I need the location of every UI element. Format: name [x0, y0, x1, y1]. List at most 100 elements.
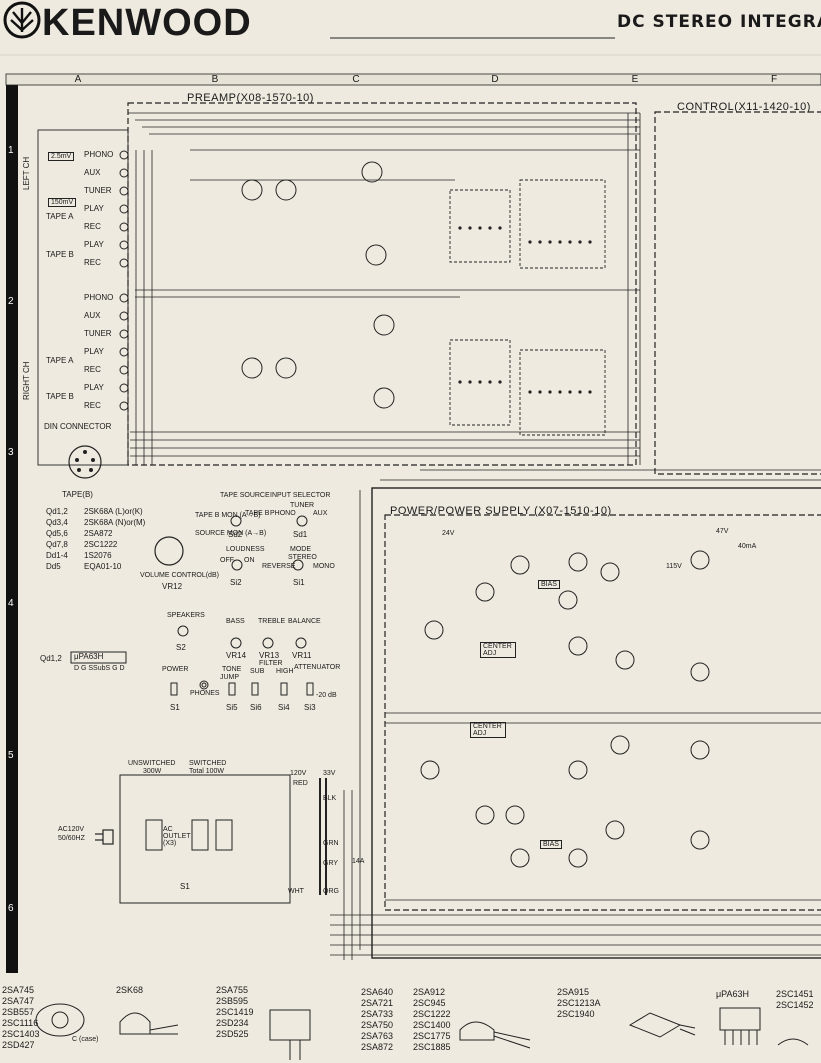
- power-switch-s1[interactable]: S1: [180, 882, 190, 891]
- tape-b-mon-label: TAPE B MON (A→B): [195, 512, 261, 519]
- ic-ref-label: Qd1,2: [40, 654, 62, 663]
- balance-label: BALANCE: [288, 618, 321, 625]
- input-selector-label: INPUT SELECTOR: [270, 492, 331, 499]
- parts-group-1-pin-note: C (case): [72, 1036, 99, 1043]
- right-input-phono: PHONO: [84, 293, 114, 302]
- ac-hz-label: 50/60HZ: [58, 835, 85, 842]
- unswitched-label: UNSWITCHED: [128, 760, 176, 767]
- center-adj-label-bottom: CENTER ADJ: [470, 722, 506, 738]
- s2-label[interactable]: S2: [176, 643, 186, 652]
- right-phono-level: 150mV: [48, 198, 77, 207]
- blk-wire-label: BLK: [323, 795, 337, 802]
- loudness-label: LOUDNESS: [226, 546, 265, 553]
- mono-label: MONO: [313, 563, 335, 570]
- row-6: 6: [8, 903, 14, 914]
- ic-part-label: μPA63H: [74, 652, 104, 661]
- row-1: 1: [8, 145, 14, 156]
- v33-label: 33V: [323, 770, 336, 777]
- vr13-label[interactable]: VR13: [259, 651, 280, 660]
- jump-label: JUMP: [220, 674, 240, 681]
- power-label: POWER: [162, 666, 189, 673]
- left-tape-a-play: PLAY: [84, 204, 104, 213]
- right-ch-label: RIGHT CH: [22, 361, 31, 400]
- col-f: F: [770, 74, 778, 85]
- parts-group-2: 2SK68: [116, 985, 144, 995]
- ac-input-label: AC120V: [58, 826, 85, 833]
- kenwood-logo-icon: [3, 1, 41, 39]
- si3-label[interactable]: Si3: [304, 703, 316, 712]
- row-2: 2: [8, 296, 14, 307]
- ac-outlet-label: AC OUTLET (X3): [163, 826, 191, 847]
- gry-wire-label: GRY: [323, 860, 339, 867]
- grn-wire-label: GRN: [323, 840, 339, 847]
- left-input-phono: PHONO: [84, 150, 114, 159]
- right-tape-b-label: TAPE B: [46, 392, 74, 401]
- sd2-label[interactable]: Sd2: [228, 530, 243, 539]
- tape-source-label: TAPE SOURCE: [220, 492, 270, 499]
- vr11-label[interactable]: VR11: [292, 651, 312, 660]
- row-5: 5: [8, 750, 14, 761]
- right-tape-a-play: PLAY: [84, 347, 104, 356]
- col-b: B: [211, 74, 219, 85]
- left-input-tuner: TUNER: [84, 186, 112, 195]
- page-title: DC STEREO INTEGRATI: [617, 12, 821, 32]
- col-d: D: [491, 74, 499, 85]
- left-input-aux: AUX: [84, 168, 101, 177]
- volume-control-label: VOLUME CONTROL(dB): [140, 572, 219, 579]
- din-tape-label: TAPE(B): [62, 490, 93, 499]
- left-ch-label: LEFT CH: [22, 156, 31, 190]
- phono-pos-label: PHONO: [270, 510, 296, 517]
- attenuator-label: ATTENUATOR: [294, 664, 341, 671]
- current-14a-label: 14A: [352, 858, 365, 865]
- loudness-on: ON: [244, 557, 255, 564]
- left-tape-b-play: PLAY: [84, 240, 104, 249]
- right-tape-a-rec: REC: [84, 365, 101, 374]
- phones-label: PHONES: [190, 690, 220, 697]
- col-e: E: [631, 74, 639, 85]
- s1-switch-label[interactable]: S1: [170, 703, 180, 712]
- high-label: HIGH: [276, 668, 294, 675]
- treble-label: TREBLE: [258, 618, 286, 625]
- left-tape-a-label: TAPE A: [46, 212, 74, 221]
- switched-watts: Total 100W: [189, 768, 225, 775]
- speakers-label: SPEAKERS: [167, 612, 205, 619]
- si4-label[interactable]: Si4: [278, 703, 290, 712]
- brand-logo: KENWOOD: [42, 2, 252, 44]
- v115-label: 115V: [666, 563, 682, 570]
- si1-label[interactable]: Si1: [293, 578, 305, 587]
- din-connector-label: DIN CONNECTOR: [44, 422, 112, 431]
- stereo-label: STEREO: [288, 554, 317, 561]
- right-input-tuner: TUNER: [84, 329, 112, 338]
- filter-label: FILTER: [259, 660, 283, 667]
- si5-label[interactable]: Si5: [226, 703, 238, 712]
- source-mon-label: SOURCE MON (A→B): [195, 530, 267, 537]
- vr12-label[interactable]: VR12: [162, 582, 183, 591]
- attenuator-db-label: -20 dB: [316, 692, 337, 699]
- ic-pins-label: D G SSubS G D: [74, 665, 125, 672]
- power-section-label: POWER/POWER SUPPLY (X07-1510-10): [390, 505, 612, 517]
- switched-label: SWITCHED: [189, 760, 227, 767]
- bias-label-top: BIAS: [538, 580, 560, 589]
- control-section-label: CONTROL(X11-1420-10): [677, 101, 811, 113]
- row-4: 4: [8, 598, 14, 609]
- wht-wire-label: WHT: [288, 888, 304, 895]
- vr14-label[interactable]: VR14: [226, 651, 247, 660]
- left-tape-a-rec: REC: [84, 222, 101, 231]
- bass-label: BASS: [226, 618, 245, 625]
- left-phono-level: 2.5mV: [48, 152, 75, 161]
- tape-b-label: TAPE B: [245, 510, 270, 517]
- preamp-section-label: PREAMP(X08-1570-10): [187, 92, 314, 104]
- si2-label[interactable]: Si2: [230, 578, 242, 587]
- si6-label[interactable]: Si6: [250, 703, 262, 712]
- reverse-label: REVERSE: [262, 563, 296, 570]
- sub-label: SUB: [250, 668, 265, 675]
- row-3: 3: [8, 447, 14, 458]
- sd1-label[interactable]: Sd1: [293, 530, 308, 539]
- v120-label: 120V: [290, 770, 307, 777]
- mode-label: MODE: [290, 546, 311, 553]
- v24-label: 24V: [442, 530, 455, 537]
- org-wire-label: ORG: [323, 888, 339, 895]
